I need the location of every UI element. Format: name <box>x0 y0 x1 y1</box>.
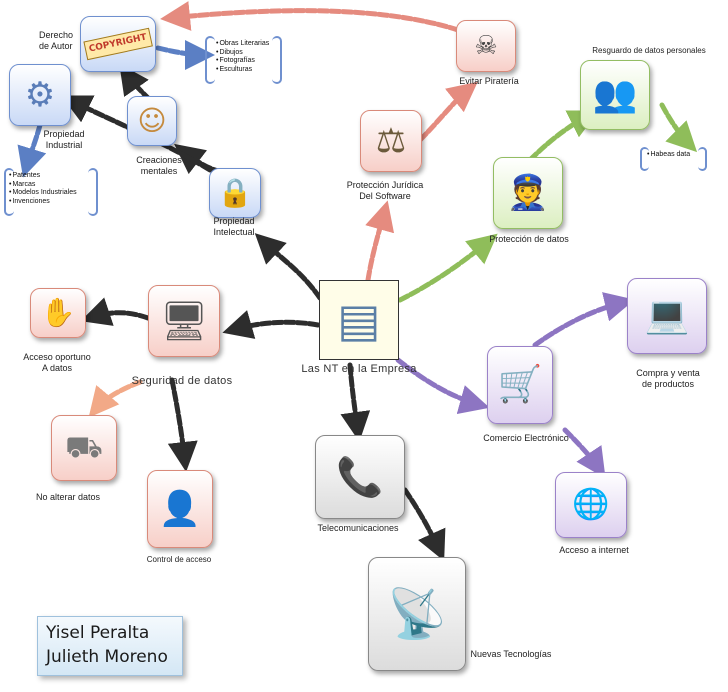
list-bracket-left <box>640 147 649 171</box>
arrow-seguridad-acceso <box>80 297 151 326</box>
arrow-seguridad-noalterar <box>88 379 143 418</box>
arrow-industrial-list <box>17 122 47 178</box>
person-safe-icon: 👥 <box>592 74 638 115</box>
list-item: Modelos Industriales <box>9 189 76 198</box>
juridica-label: Protección Jurídica Del Software <box>346 180 424 201</box>
acceso-label: Acceso oportuno A datos <box>23 352 91 373</box>
industrial-node: ⚙ <box>9 64 71 126</box>
propiedad-industrial-label: Propiedad Industrial <box>43 129 85 150</box>
pirateria-node: ☠ <box>456 20 516 72</box>
list-item: Dibujos <box>216 49 269 58</box>
nuevas-node: 📡 <box>368 557 466 671</box>
comercio-label: Comercio Electrónico <box>483 433 569 443</box>
brain-gears-icon: ⚙ <box>24 75 56 115</box>
computer-technician-icon: 🖥 <box>159 299 209 343</box>
nuevas-label: Nuevas Tecnologías <box>470 649 552 659</box>
resguardo-node: 👥 <box>580 60 650 130</box>
arrow-center-seguridad <box>222 310 321 339</box>
hand-from-monitor-icon: ✋ <box>40 296 76 329</box>
www-keys-icon: 🌐 <box>572 487 610 522</box>
proteccion-node: 👮 <box>493 157 563 229</box>
database-wand-icon: ⛟ <box>65 430 103 465</box>
telecom-label: Telecomunicaciones <box>317 523 399 533</box>
compra-node: 💻 <box>627 278 707 354</box>
author-name: Julieth Moreno <box>46 647 168 667</box>
noalterar-node: ⛟ <box>51 415 117 481</box>
list-bracket-right <box>272 36 282 84</box>
server-rack-icon: ▤ <box>337 293 381 347</box>
telecom-node: 📞 <box>315 435 405 519</box>
center-label: Las NT en la Empresa <box>301 363 417 375</box>
arrow-comercio-internet <box>562 427 606 479</box>
arrow-center-intelectual <box>254 233 323 301</box>
arrow-center-proteccion <box>397 233 498 303</box>
arrow-copyright-list <box>155 39 215 70</box>
resguardo-label: Resguardo de datos personales <box>592 46 706 55</box>
list-bracket-right <box>698 147 707 171</box>
security-guards-icon: 👮 <box>506 173 550 213</box>
antenna-tower-icon: 📡 <box>387 586 447 642</box>
seguridad-label: Seguridad de datos <box>131 375 233 387</box>
people-phones-icon: 📞 <box>336 455 384 499</box>
laptop-shopping-icon: 💻 <box>644 295 690 336</box>
habeas-list: Habeas data <box>647 151 690 160</box>
list-bracket-right <box>88 168 98 216</box>
ecommerce-cart-icon: 🛒 <box>497 364 543 405</box>
list-item: Obras Literarias <box>216 40 269 49</box>
internet-label: Acceso a internet <box>559 545 629 555</box>
list-item: Invenciones <box>9 198 77 207</box>
list-item: Esculturas <box>216 66 269 75</box>
arrow-juridica-pirateria <box>417 81 478 143</box>
internet-node: 🌐 <box>555 472 627 538</box>
arrow-seguridad-control <box>167 377 198 472</box>
gavel-cd-icon: ☠ <box>474 31 498 61</box>
creaciones-node: ☺ <box>127 96 177 146</box>
user-network-icon: 👤 <box>158 489 202 529</box>
arrow-center-comercio <box>395 357 490 415</box>
list-item: Fotografías <box>216 57 269 66</box>
seguridad-node: 🖥 <box>148 285 220 357</box>
list-bracket-left <box>4 168 14 216</box>
copyright-node: COPYRIGHT <box>80 16 156 72</box>
compra-label: Compra y venta de productos <box>636 368 700 389</box>
list-bracket-left <box>205 36 215 84</box>
industrial-list: Patentes Marcas Modelos Industriales Inv… <box>9 172 77 207</box>
author-name: Yisel Peralta <box>46 623 150 643</box>
derecho-autor-label: Derecho de Autor <box>39 30 74 51</box>
list-item: Marcas <box>9 181 77 190</box>
arrow-center-juridica <box>365 200 395 283</box>
juridica-node: ⚖ <box>360 110 422 172</box>
center-node: ▤ <box>319 280 399 360</box>
autor-list: Obras Literarias Dibujos Fotografías Esc… <box>216 40 269 74</box>
list-item: Habeas data <box>647 151 690 160</box>
list-item: Patentes <box>9 172 77 181</box>
arrow-pirateria-copyright <box>160 1 461 33</box>
comercio-node: 🛒 <box>487 346 553 424</box>
noalterar-label: No alterar datos <box>35 492 101 502</box>
padlock-icon: 🔒 <box>217 176 253 209</box>
arrow-telecom-nuevas <box>402 487 446 562</box>
intelectual-node: 🔒 <box>209 168 261 218</box>
arrow-center-telecom <box>340 362 371 442</box>
proteccion-label: Protección de datos <box>489 234 569 244</box>
intelectual-label: Propiedad Intelectual <box>213 216 255 237</box>
creaciones-label: Creaciones mentales <box>136 155 182 176</box>
control-label: Control de acceso <box>146 555 212 564</box>
pirateria-label: Evitar Piratería <box>459 76 519 86</box>
control-node: 👤 <box>147 470 213 548</box>
arrow-resguardo-habeas <box>659 102 698 153</box>
scales-of-justice-icon: ⚖ <box>375 121 407 161</box>
thinking-head-icon: ☺ <box>137 104 167 137</box>
authors-box: Yisel Peralta Julieth Moreno <box>37 616 183 676</box>
acceso-node: ✋ <box>30 288 86 338</box>
arrow-comercio-compra <box>532 292 635 348</box>
